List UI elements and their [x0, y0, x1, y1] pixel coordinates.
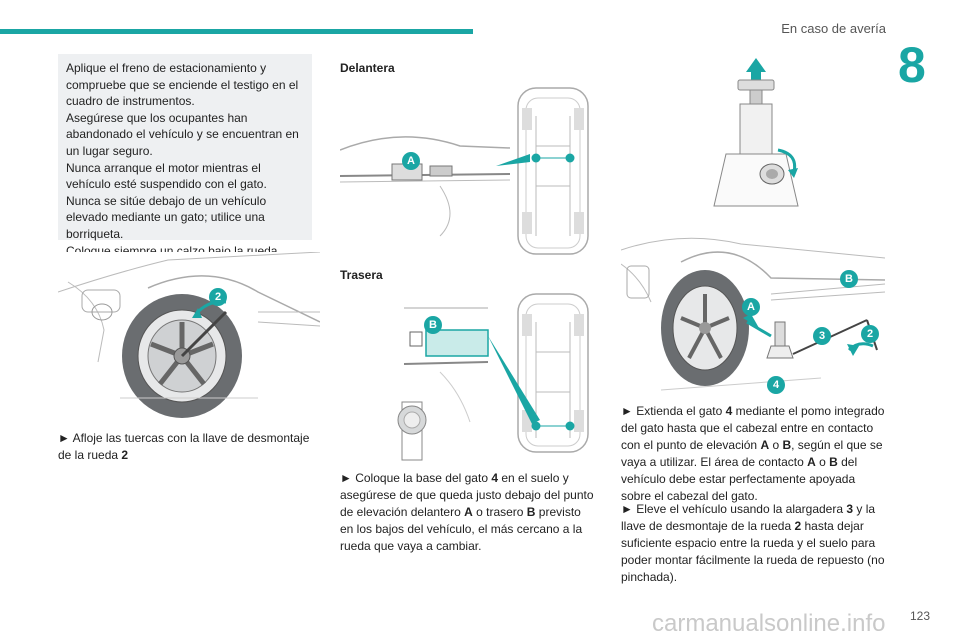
warning-line: Asegúrese que los ocupantes han abandona… — [66, 110, 299, 158]
jack-lifting-illustration: B A 3 2 4 — [621, 218, 885, 396]
step-place-jack: ► Coloque la base del gato 4 en el suelo… — [340, 471, 594, 553]
callout-b: B — [424, 316, 442, 334]
warning-box: Aplique el freno de estacionamiento y co… — [58, 54, 312, 291]
rear-jack-point-illustration: B — [340, 292, 590, 464]
callout-a: A — [402, 152, 420, 170]
watermark: carmanualsonline.info — [652, 610, 886, 637]
step-extend-jack: ► Extienda el gato 4 mediante el pomo in… — [621, 404, 885, 503]
callout-2: 2 — [861, 325, 879, 343]
rear-title: Trasera — [340, 268, 383, 282]
header-accent-bar — [0, 29, 473, 34]
warning-line: Nunca se sitúe debajo de un vehículo ele… — [66, 193, 267, 241]
chapter-number: 8 — [898, 37, 926, 93]
step-raise-vehicle: ► Eleve el vehículo usando la alargadera… — [621, 502, 885, 584]
front-title: Delantera — [340, 61, 395, 75]
front-jack-point-illustration: A — [340, 86, 590, 256]
callout-4: 4 — [767, 376, 785, 394]
page-number: 123 — [909, 609, 930, 623]
step-loosen-nuts: ► Afloje las tuercas con la llave de des… — [58, 431, 310, 462]
callout-b: B — [840, 270, 858, 288]
section-header-title: En caso de avería — [781, 21, 886, 36]
warning-line: Aplique el freno de estacionamiento y co… — [66, 61, 299, 109]
callout-a: A — [742, 298, 760, 316]
warning-line: Nunca arranque el motor mientras el vehí… — [66, 160, 267, 192]
jack-detail-illustration — [706, 50, 806, 214]
callout-2: 2 — [209, 288, 227, 306]
wheel-nut-illustration: 2 — [58, 252, 320, 418]
callout-3: 3 — [813, 327, 831, 345]
